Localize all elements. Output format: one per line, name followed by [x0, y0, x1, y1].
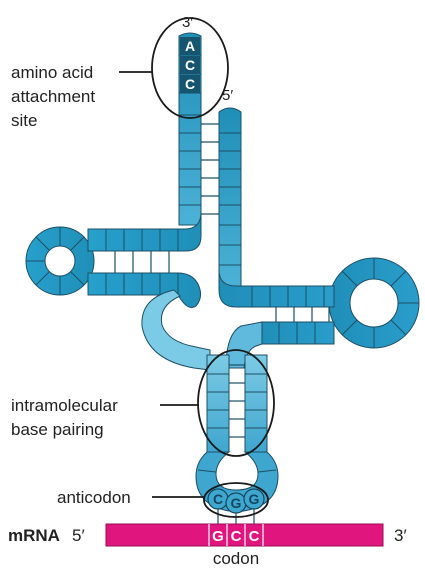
acceptor-stem: A C C: [179, 33, 241, 290]
amino-acid-label-line1: amino acid: [11, 63, 93, 82]
anticodon-left-strand: [207, 355, 229, 452]
acceptor-base-1: A: [185, 38, 195, 54]
codon-base-1: G: [212, 528, 224, 545]
anticodon-label: anticodon: [57, 488, 131, 507]
anticodon-base-3: G: [249, 491, 260, 507]
intramolecular-label-line1: intramolecular: [11, 396, 118, 415]
trna-three-prime-label: 3′: [182, 14, 193, 31]
amino-acid-label-line3: site: [11, 111, 37, 130]
anticodon-right-strand: [245, 355, 267, 452]
t-arm-lower-strand: [262, 322, 334, 344]
acceptor-right-strand: [219, 108, 241, 290]
amino-acid-label-line2: attachment: [11, 87, 95, 106]
anticodon-loop: C G G: [196, 452, 278, 524]
acceptor-base-3: C: [185, 76, 195, 92]
codon-base-2: C: [231, 528, 242, 545]
codon-label: codon: [213, 549, 259, 568]
intramolecular-label-line2: base pairing: [11, 420, 104, 439]
mrna-label: mRNA: [8, 526, 60, 545]
acceptor-base-2: C: [185, 57, 195, 73]
trna-five-prime-label: 5′: [222, 87, 233, 104]
anticodon-base-1: C: [213, 491, 223, 507]
mrna-strand: G C C: [106, 524, 383, 546]
mrna-three-prime-label: 3′: [394, 526, 407, 545]
variable-loop: [142, 290, 210, 370]
anticodon-stem: [207, 355, 267, 452]
codon-base-3: C: [249, 528, 260, 545]
anticodon-base-2: G: [231, 495, 242, 511]
d-arm-lower-strand: [88, 273, 201, 308]
mrna-five-prime-label: 5′: [72, 526, 85, 545]
